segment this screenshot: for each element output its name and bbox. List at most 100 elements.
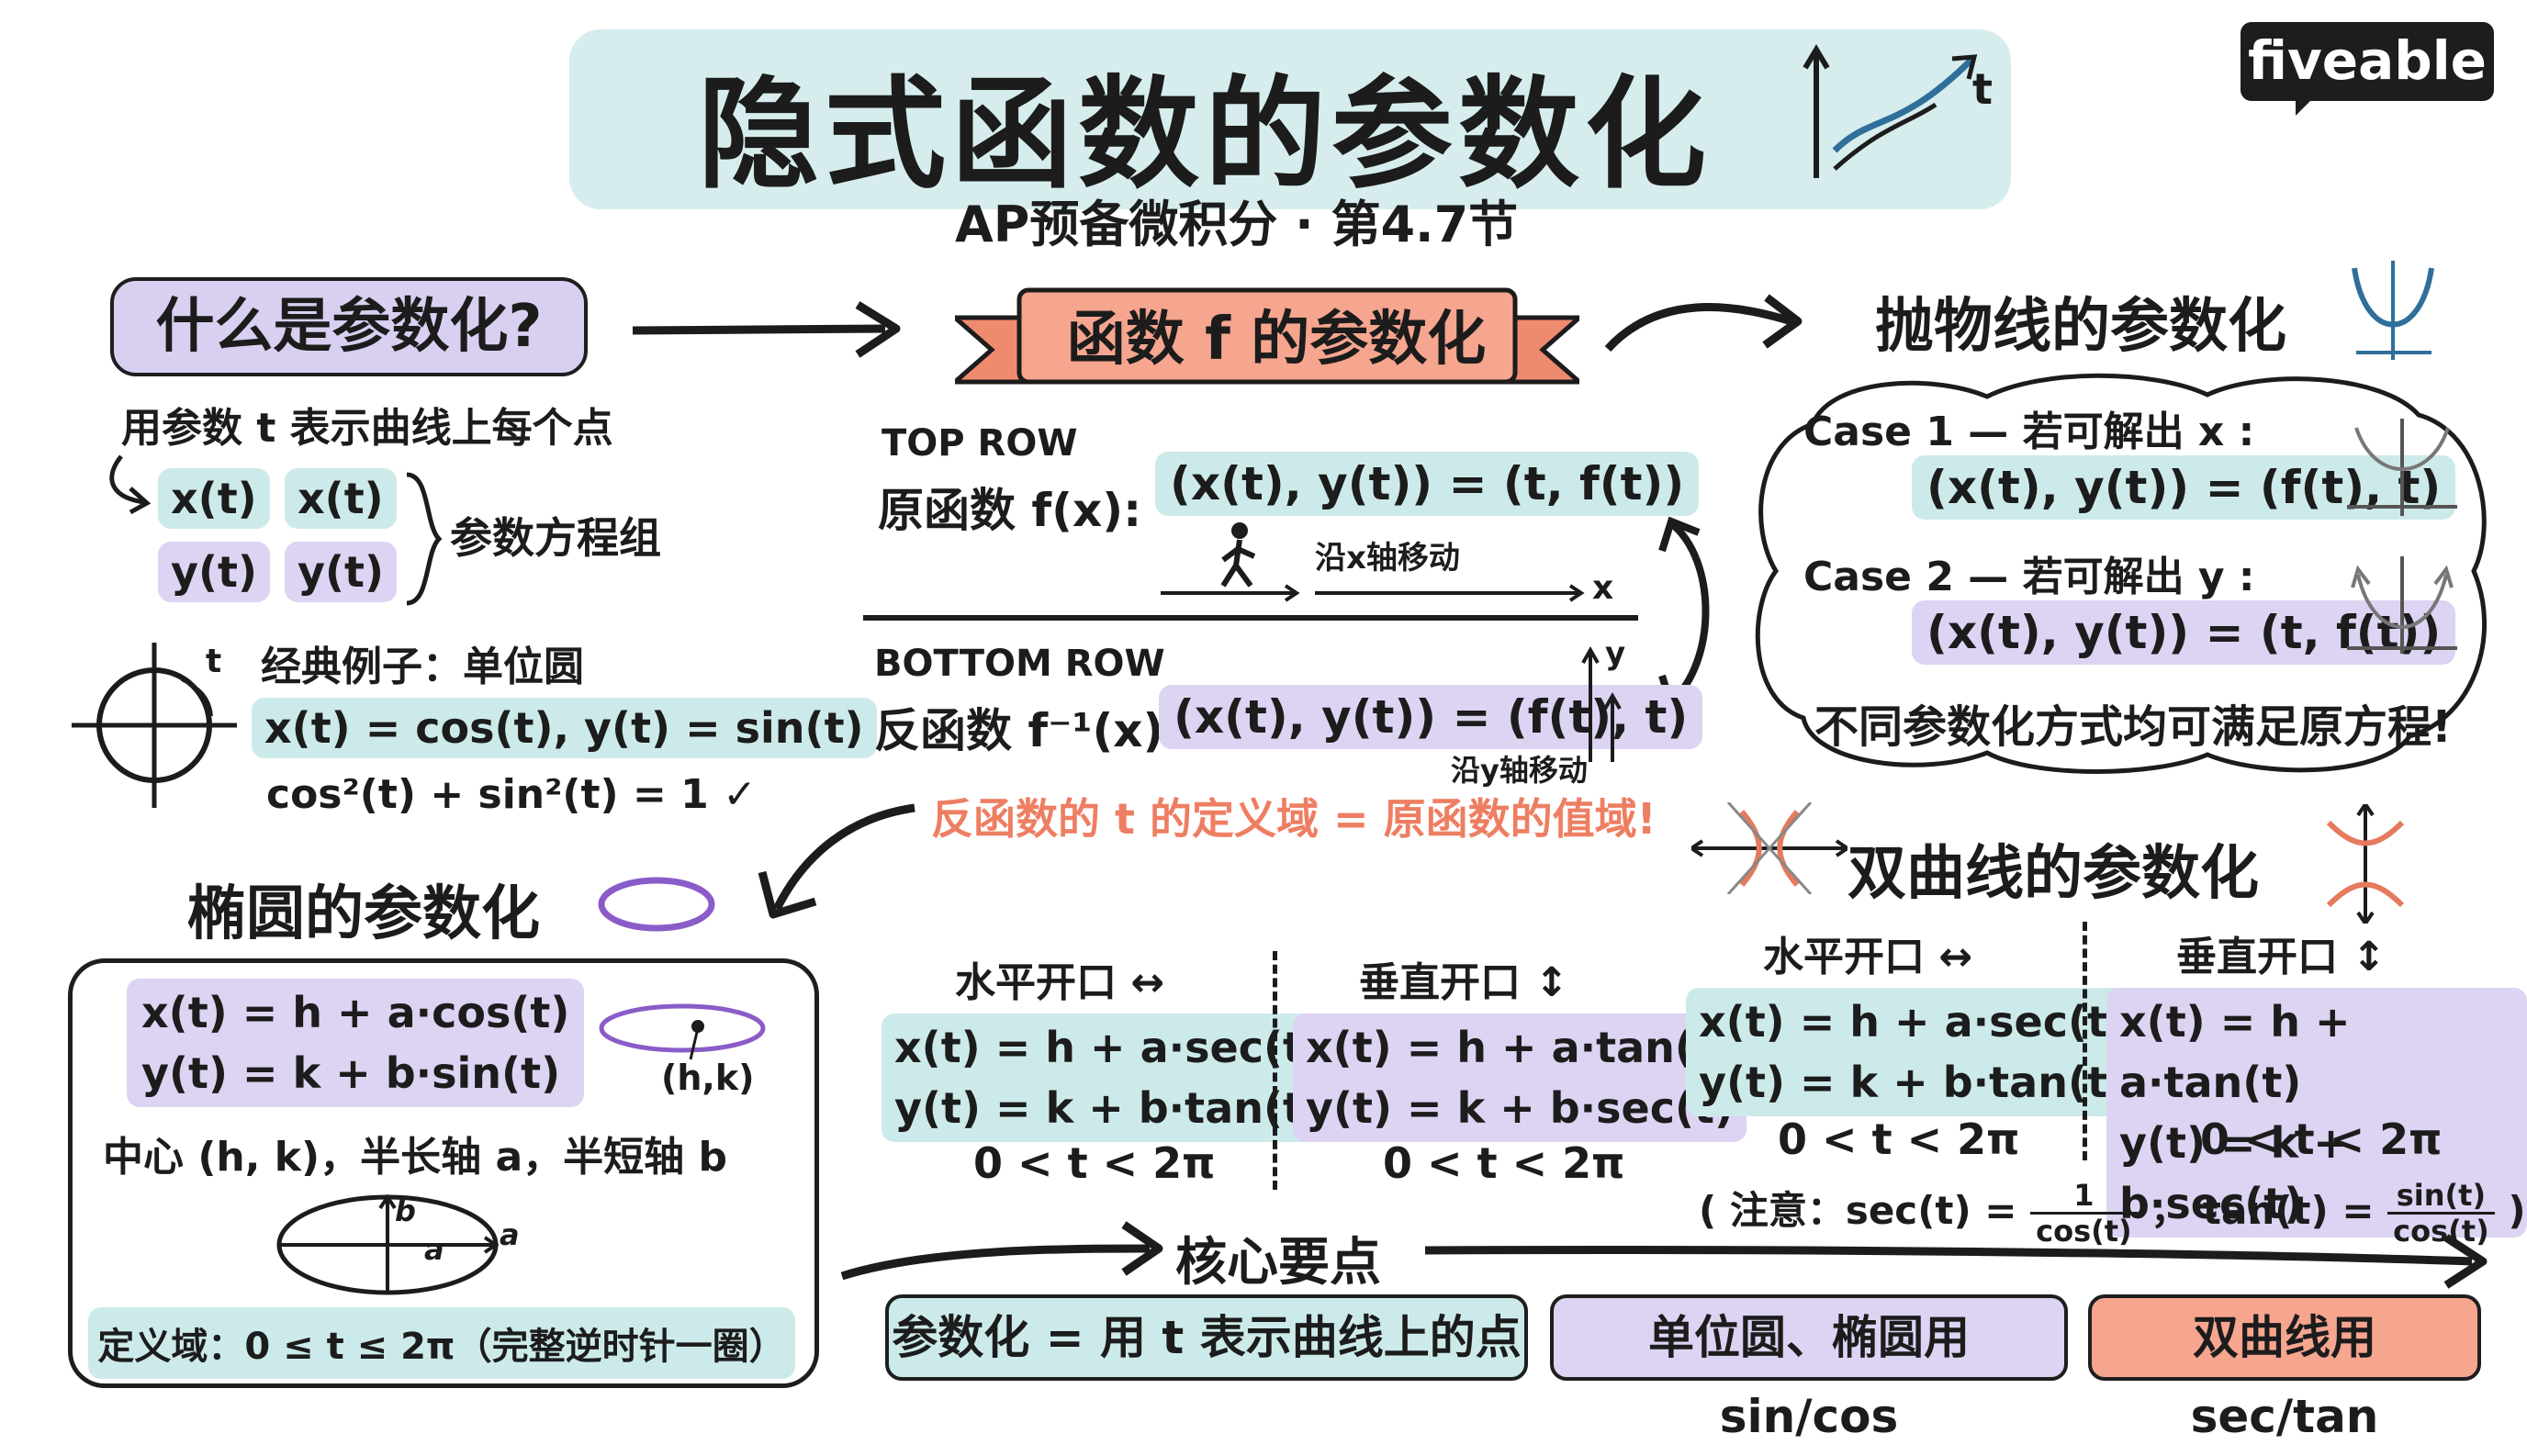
ellipse-eq-x: x(t) = h + a·cos(t) <box>141 988 570 1037</box>
parabola-title: 抛物线的参数化 <box>1875 293 2286 361</box>
case1-equation: (x(t), y(t)) = (f(t), t) <box>1912 455 2456 520</box>
small-ellipse-icon <box>599 1003 766 1060</box>
semi-major-a-label: a <box>424 1232 444 1267</box>
along-x-label: 沿x轴移动 <box>1315 540 1460 577</box>
y-axis-label: y <box>1605 635 1626 672</box>
classic-example-label: 经典例子：单位圆 <box>261 644 584 690</box>
title-banner <box>569 29 2011 209</box>
note-prefix: ( 注意：sec(t) = <box>1699 1188 2017 1233</box>
tan-denominator: cos(t) <box>2393 1214 2489 1249</box>
x-axis-label: x <box>1592 569 1614 607</box>
logo-tail <box>2296 95 2316 116</box>
left-horizontal-equations: x(t) = h + a·sec(t) y(t) = k + b·tan(t) <box>882 1014 1335 1142</box>
pair-y-1: y(t) <box>158 542 271 602</box>
pythagorean-identity: cos²(t) + sin²(t) = 1 ✓ <box>266 771 757 818</box>
ellipse-equations: x(t) = h + a·cos(t) y(t) = k + b·sin(t) <box>127 979 585 1107</box>
right-horizontal-head: 水平开口 ↔ <box>1763 934 1973 980</box>
sec-denominator: cos(t) <box>2036 1214 2132 1249</box>
ellipse-axes-diagram <box>276 1193 500 1295</box>
ellipse-eq-y: y(t) = k + b·sin(t) <box>141 1048 561 1098</box>
ellipse-description: 中心 (h, k)，半长轴 a，半短轴 b <box>103 1134 727 1181</box>
left-horizontal-range: 0 < t < 2π <box>973 1138 1216 1188</box>
outer-a-label: a <box>500 1217 520 1252</box>
takeaway-1: 参数化 = 用 t 表示曲线上的点 <box>885 1294 1528 1381</box>
circle-t-label: t <box>206 643 222 680</box>
function-param-title: 函数 f 的参数化 <box>1066 306 1487 374</box>
original-function-label: 原函数 f(x): <box>878 484 1142 537</box>
left-divider <box>1273 951 1277 1190</box>
inverse-function-label: 反函数 f⁻¹(x): <box>874 704 1183 757</box>
right-horizontal-eq-y: y(t) = k + b·tan(t) <box>1699 1058 2127 1107</box>
vertical-hyperbola-icon <box>2326 804 2405 924</box>
row-divider <box>863 615 1638 621</box>
curved-arrow-icon <box>109 454 152 515</box>
pair-y-2: y(t) <box>285 542 398 602</box>
parabola-note: 不同参数化方式均可满足原方程! <box>1814 701 2452 753</box>
tan-fraction: sin(t)cos(t) <box>2387 1179 2495 1248</box>
arrow-right-icon <box>1604 294 1803 353</box>
ellipse-card <box>68 958 819 1388</box>
system-label: 参数方程组 <box>450 513 661 563</box>
left-vertical-range: 0 < t < 2π <box>1383 1138 1625 1188</box>
title-icon-t-label: t <box>1972 64 1993 114</box>
pair-x-1: x(t) <box>158 468 270 529</box>
sideways-parabola-icon <box>2347 419 2457 516</box>
arrow-right-icon <box>632 301 901 358</box>
note-suffix: ) <box>2508 1188 2526 1233</box>
left-horizontal-head: 水平开口 ↔ <box>955 959 1165 1006</box>
upward-parabola-icon <box>2347 556 2457 654</box>
left-horizontal-eq-y: y(t) = k + b·tan(t) <box>894 1083 1322 1133</box>
right-horizontal-range: 0 < t < 2π <box>1778 1114 2020 1164</box>
arrow-down-left-icon <box>758 803 915 919</box>
ribbon-banner <box>955 287 1579 385</box>
tan-numerator: sin(t) <box>2387 1179 2495 1215</box>
page-subtitle: AP预备微积分 · 第4.7节 <box>955 196 1519 253</box>
left-vertical-equations: x(t) = h + a·tan(t) y(t) = k + b·sec(t) <box>1293 1014 1747 1142</box>
y-axis-motion <box>1581 645 1622 762</box>
left-vertical-eq-y: y(t) = k + b·sec(t) <box>1306 1083 1735 1133</box>
unit-circle-equation: x(t) = cos(t), y(t) = sin(t) <box>252 698 877 758</box>
ellipse-icon <box>598 877 715 932</box>
left-vertical-eq-x: x(t) = h + a·tan(t) <box>1306 1023 1734 1072</box>
ellipse-domain: 定义域：0 ≤ t ≤ 2π（完整逆时针一圈） <box>88 1307 795 1379</box>
takeaway-2: 单位圆、椭圆用 sin/cos <box>1550 1294 2068 1443</box>
right-vertical-equations: x(t) = h + a·tan(t) y(t) = k + b·sec(t) <box>2106 988 2527 1238</box>
right-horizontal-eq-x: x(t) = h + a·sec(t) <box>1699 997 2127 1047</box>
ellipse-title: 椭圆的参数化 <box>187 880 540 948</box>
case2-equation: (x(t), y(t)) = (t, f(t)) <box>1912 600 2456 665</box>
center-point-label: (h,k) <box>661 1058 755 1098</box>
takeaway-3: 双曲线用 sec/tan <box>2088 1294 2481 1443</box>
right-vertical-eq-y: y(t) = k + b·sec(t) <box>2119 1118 2349 1228</box>
horizontal-hyperbola-icon <box>1691 802 1848 894</box>
right-divider <box>2083 922 2087 1160</box>
hyperbola-title: 双曲线的参数化 <box>1848 840 2259 908</box>
page-title: 隐式函数的参数化 <box>698 64 1712 206</box>
unit-circle-icon <box>72 643 237 808</box>
right-vertical-head: 垂直开口 ↕ <box>2176 934 2387 980</box>
right-horizontal-equations: x(t) = h + a·sec(t) y(t) = k + b·tan(t) <box>1686 988 2140 1116</box>
core-title: 核心要点 <box>1175 1233 1381 1293</box>
case2-label: Case 2 — 若可解出 y : <box>1803 554 2255 600</box>
fiveable-logo: fiveable <box>2241 22 2494 101</box>
left-horizontal-eq-x: x(t) = h + a·sec(t) <box>894 1023 1322 1072</box>
right-vertical-eq-x: x(t) = h + a·tan(t) <box>2119 997 2351 1107</box>
sec-numerator: 1 <box>2030 1179 2138 1215</box>
along-y-label: 沿y轴移动 <box>1451 753 1588 788</box>
brace-icon <box>406 472 443 606</box>
what-heading: 什么是参数化? <box>110 277 588 376</box>
domain-range-warning: 反函数的 t 的定义域 = 原函数的值域! <box>931 794 1657 844</box>
right-vertical-range: 0 < t < 2π <box>2200 1114 2443 1164</box>
case1-label: Case 1 — 若可解出 x : <box>1803 409 2255 455</box>
parabola-icon <box>2352 261 2434 360</box>
curve-arrow-icon <box>1803 44 1978 178</box>
what-description: 用参数 t 表示曲线上每个点 <box>121 405 613 452</box>
pair-x-2: x(t) <box>285 468 397 529</box>
left-vertical-head: 垂直开口 ↕ <box>1359 959 1569 1006</box>
note-mid: ， tan(t) = <box>2151 1188 2375 1233</box>
top-row-equation: (x(t), y(t)) = (t, f(t)) <box>1155 452 1700 516</box>
semi-minor-b-label: b <box>395 1193 416 1228</box>
x-axis-motion <box>1161 522 1585 602</box>
top-row-label: TOP ROW <box>882 422 1078 465</box>
